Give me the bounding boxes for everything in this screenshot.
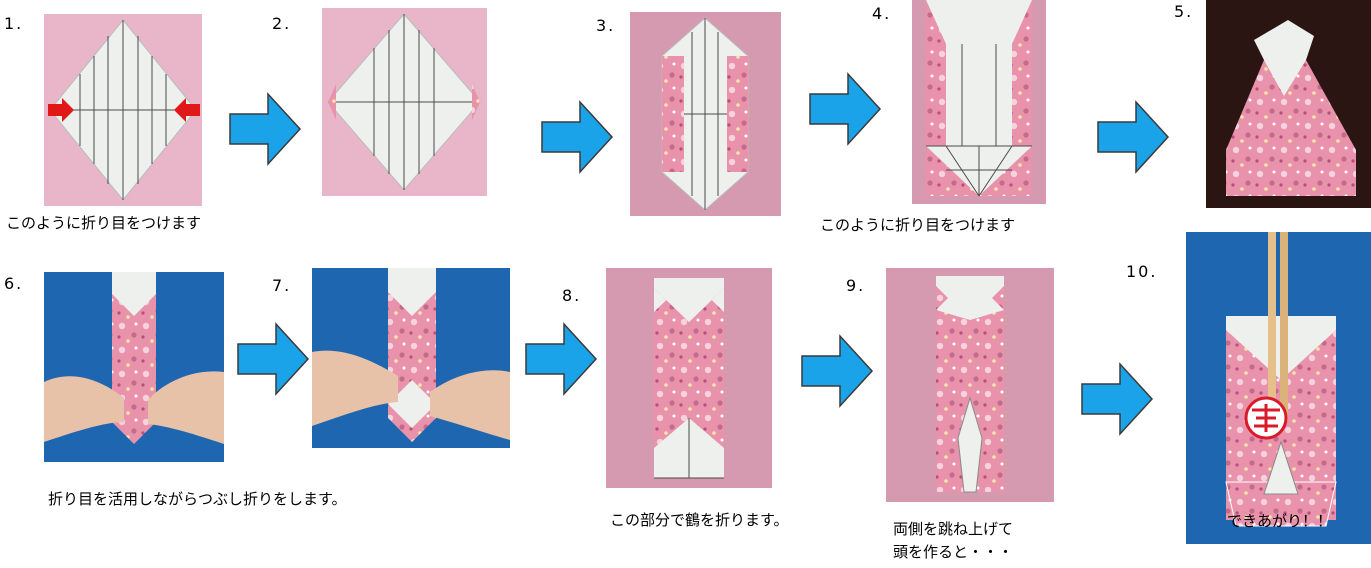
- step-number: 2.: [272, 14, 292, 33]
- step-10-photo: [1186, 232, 1371, 544]
- right-arrow-icon: [236, 322, 310, 396]
- right-arrow-icon: [800, 334, 874, 408]
- step-number: 5.: [1174, 2, 1194, 21]
- caption: このように折り目をつけます: [820, 216, 1016, 234]
- caption: 両側を跳ね上げて: [893, 520, 1014, 538]
- right-arrow-icon: [1080, 362, 1154, 436]
- step-9-photo: [886, 268, 1054, 502]
- right-arrow-icon: [228, 92, 302, 166]
- caption: 頭を作ると・・・: [893, 543, 1014, 561]
- caption: このように折り目をつけます: [6, 214, 202, 232]
- caption: この部分で鶴を折ります。: [610, 511, 789, 529]
- step-number: 4.: [872, 4, 892, 23]
- step-4-photo: [912, 0, 1046, 204]
- step-5-photo: [1206, 0, 1371, 208]
- right-arrow-icon: [524, 322, 598, 396]
- step-3-photo: [630, 12, 781, 216]
- caption: 折り目を活用しながらつぶし折りをします。: [48, 490, 347, 508]
- step-1-photo: [44, 14, 202, 206]
- step-number: 7.: [272, 276, 292, 295]
- step-number: 3.: [596, 16, 616, 35]
- caption: できあがり！！: [1227, 512, 1333, 530]
- right-arrow-icon: [1096, 100, 1170, 174]
- step-number: 10.: [1126, 262, 1158, 281]
- step-2-photo: [322, 8, 487, 196]
- step-number: 6.: [4, 274, 24, 293]
- step-8-photo: [606, 268, 772, 488]
- step-number: 9.: [846, 276, 866, 295]
- step-number: 8.: [562, 286, 582, 305]
- step-number: 1.: [4, 14, 24, 33]
- right-arrow-icon: [540, 100, 614, 174]
- right-arrow-icon: [808, 72, 882, 146]
- step-7-photo: [312, 268, 510, 448]
- step-6-photo: [44, 272, 224, 462]
